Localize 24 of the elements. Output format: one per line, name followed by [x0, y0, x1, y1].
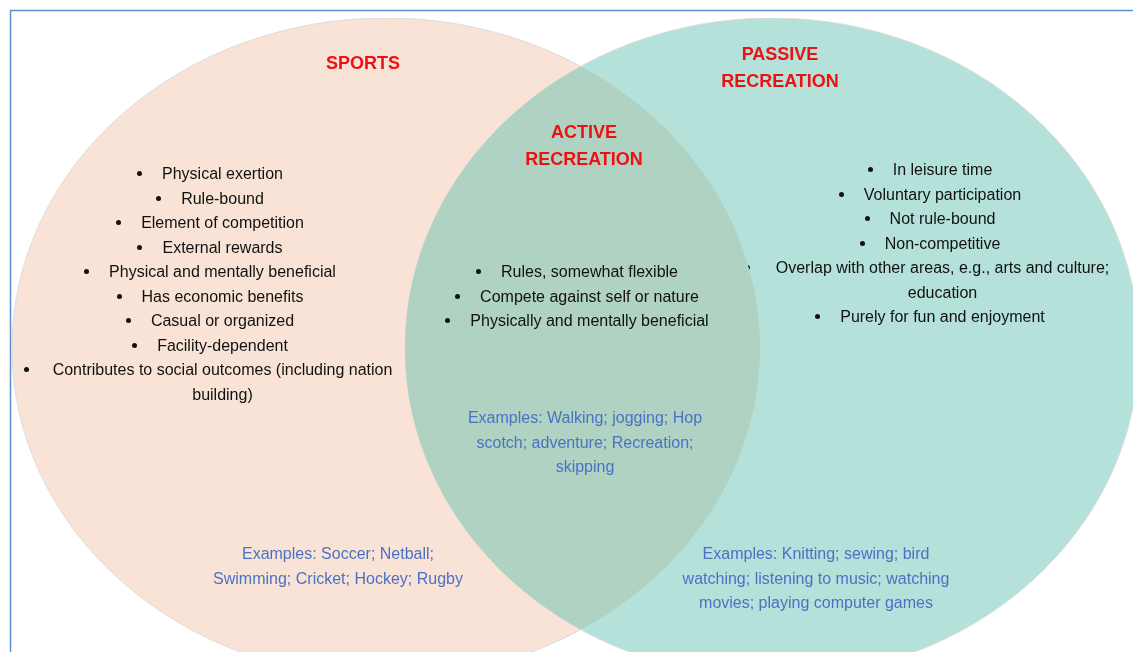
- bullet-text: Casual or organized: [150, 311, 295, 331]
- bullet-text: Physical and mentally beneficial: [109, 262, 336, 282]
- bullet-text: In leisure time: [892, 160, 993, 180]
- circle-heading: PASSIVE RECREATION: [720, 43, 840, 93]
- bullet-text: Has economic benefits: [141, 286, 304, 307]
- bullet-text: Element of competition: [141, 213, 304, 233]
- examples-text: Examples: Walking; jogging; Hop scotch; adventure; Recreation; skipping: [466, 408, 704, 477]
- bullet-text: Overlap with other areas, e.g., arts and culture; education: [774, 258, 1111, 303]
- bullet-text: Physical exertion: [162, 164, 283, 184]
- examples-text: Examples: Knitting; sewing; bird watching; listening to music; watching movies; playing computer games: [681, 544, 951, 613]
- bullet-text: Physically and mentally beneficial: [470, 311, 709, 331]
- bullet-text: Not rule-bound: [889, 209, 996, 229]
- bullet-text: Non-competitive: [884, 233, 1001, 254]
- circle-heading: ACTIVE RECREATION: [524, 121, 644, 171]
- bullet-text: Purely for fun and enjoyment: [840, 307, 1045, 327]
- bullet-text: Voluntary participation: [863, 184, 1022, 205]
- bullet-text: Contributes to social outcomes (including nation building): [51, 360, 394, 405]
- examples-text: Examples: Soccer; Netball; Swimming; Cricket; Hockey; Rugby: [212, 544, 464, 589]
- bullet-text: External rewards: [162, 237, 283, 258]
- bullet-text: Facility-dependent: [157, 335, 288, 356]
- bullet-text: Rules, somewhat flexible: [501, 262, 678, 282]
- circle-heading: SPORTS: [325, 52, 401, 75]
- bullet-text: Rule-bound: [181, 188, 264, 209]
- bullet-text: Compete against self or nature: [480, 286, 699, 307]
